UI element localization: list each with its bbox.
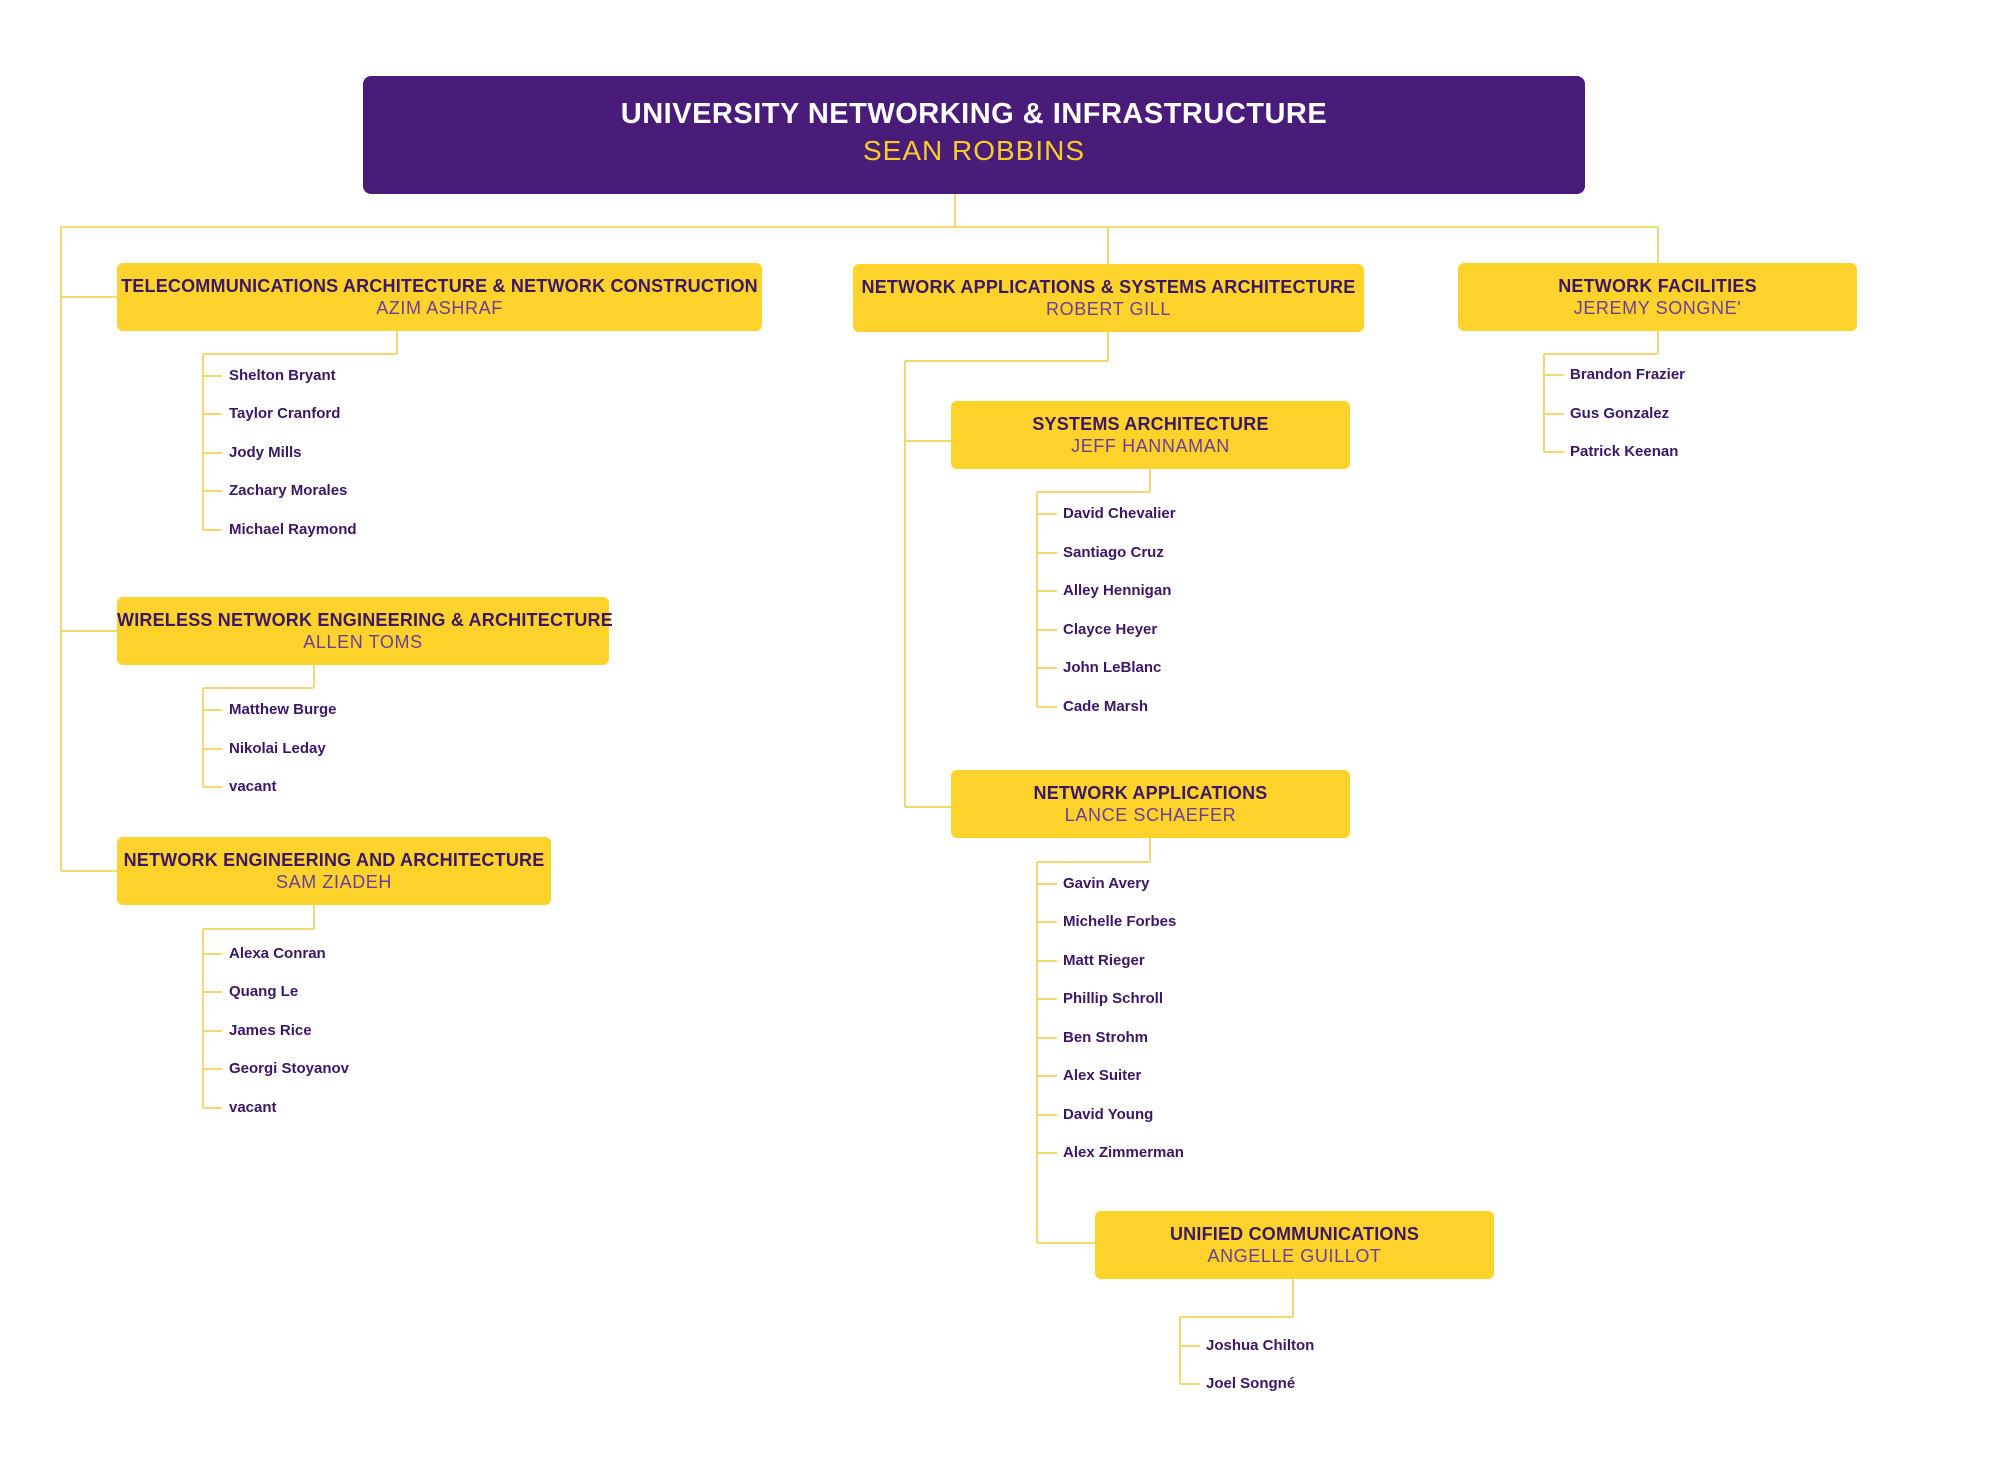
department-head: ALLEN TOMS (303, 632, 423, 652)
department-head: ANGELLE GUILLOT (1207, 1246, 1382, 1266)
member-name: Zachary Morales (229, 482, 348, 499)
root-department-title: UNIVERSITY NETWORKING & INFRASTRUCTURE (620, 98, 1328, 130)
root-department-box: UNIVERSITY NETWORKING & INFRASTRUCTURE S… (363, 76, 1585, 194)
member-name: vacant (229, 778, 277, 795)
member-name: Quang Le (229, 983, 299, 1000)
member-name: Michael Raymond (229, 521, 357, 538)
member-name: Alex Zimmerman (1063, 1144, 1184, 1161)
member-name: Phillip Schroll (1063, 990, 1164, 1007)
net-apps-systems-department-box: NETWORK APPLICATIONS & SYSTEMS ARCHITECT… (853, 264, 1364, 332)
member-name: David Young (1063, 1106, 1154, 1123)
member-name: Matthew Burge (229, 701, 337, 718)
department-title: TELECOMMUNICATIONS ARCHITECTURE & NETWOR… (121, 276, 758, 296)
member-name: Georgi Stoyanov (229, 1060, 350, 1077)
telecom-department-box: TELECOMMUNICATIONS ARCHITECTURE & NETWOR… (117, 263, 762, 331)
member-name: Joel Songné (1206, 1375, 1296, 1392)
department-title: SYSTEMS ARCHITECTURE (1032, 414, 1269, 434)
wireless-department-box: WIRELESS NETWORK ENGINEERING & ARCHITECT… (117, 597, 613, 665)
department-head: LANCE SCHAEFER (1064, 805, 1237, 825)
member-name: James Rice (229, 1022, 312, 1039)
member-name: Cade Marsh (1063, 698, 1149, 715)
department-title: UNIFIED COMMUNICATIONS (1169, 1224, 1420, 1244)
member-name: Taylor Cranford (229, 405, 341, 422)
member-name: Shelton Bryant (229, 367, 336, 384)
member-name: Gus Gonzalez (1570, 405, 1670, 422)
systems-department-box: SYSTEMS ARCHITECTURE JEFF HANNAMAN (951, 401, 1350, 469)
member-name: Santiago Cruz (1063, 544, 1164, 561)
member-name: Ben Strohm (1063, 1029, 1149, 1046)
facilities-department-box: NETWORK FACILITIES JEREMY SONGNE' (1458, 263, 1857, 331)
applications-department-box: NETWORK APPLICATIONS LANCE SCHAEFER (951, 770, 1350, 838)
department-head: ROBERT GILL (1046, 299, 1171, 319)
department-title: NETWORK FACILITIES (1558, 276, 1757, 296)
department-head: JEREMY SONGNE' (1573, 298, 1742, 318)
member-name: Brandon Frazier (1570, 366, 1686, 383)
member-name: Gavin Avery (1063, 875, 1150, 892)
department-head: AZIM ASHRAF (376, 298, 503, 318)
department-head: JEFF HANNAMAN (1071, 436, 1230, 456)
department-title: WIRELESS NETWORK ENGINEERING & ARCHITECT… (117, 610, 613, 630)
member-name: Alexa Conran (229, 945, 326, 962)
member-name: Joshua Chilton (1206, 1337, 1315, 1354)
member-name: Clayce Heyer (1063, 621, 1158, 638)
member-name: John LeBlanc (1063, 659, 1162, 676)
member-name: Alley Hennigan (1063, 582, 1172, 599)
member-name: Michelle Forbes (1063, 913, 1177, 930)
department-title: NETWORK APPLICATIONS & SYSTEMS ARCHITECT… (861, 277, 1356, 297)
department-title: NETWORK ENGINEERING AND ARCHITECTURE (123, 850, 545, 870)
engineering-department-box: NETWORK ENGINEERING AND ARCHITECTURE SAM… (117, 837, 551, 905)
member-name: Matt Rieger (1063, 952, 1145, 969)
unified-communications-department-box: UNIFIED COMMUNICATIONS ANGELLE GUILLOT (1095, 1211, 1494, 1279)
member-name: Patrick Keenan (1570, 443, 1679, 460)
department-head: SAM ZIADEH (275, 872, 392, 892)
member-name: vacant (229, 1099, 277, 1116)
department-title: NETWORK APPLICATIONS (1033, 783, 1268, 803)
member-name: Nikolai Leday (229, 740, 326, 757)
root-department-head: SEAN ROBBINS (862, 135, 1086, 166)
member-name: Jody Mills (229, 444, 302, 461)
member-name: Alex Suiter (1063, 1067, 1142, 1084)
member-name: David Chevalier (1063, 505, 1176, 522)
